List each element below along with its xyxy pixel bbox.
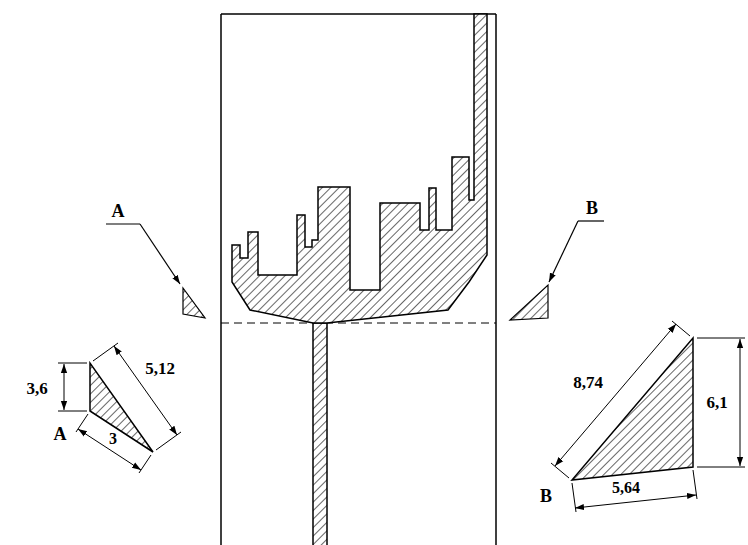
section-line bbox=[221, 323, 496, 324]
cast-part bbox=[232, 14, 487, 323]
section-a bbox=[90, 363, 153, 452]
section-letter: A bbox=[52, 424, 69, 444]
housing bbox=[221, 14, 496, 545]
section-letter: B bbox=[584, 198, 600, 218]
dimension-lines bbox=[58, 343, 181, 473]
section-marker bbox=[106, 224, 180, 284]
section-profile bbox=[510, 285, 548, 320]
dimension-value: 3 bbox=[107, 430, 119, 448]
dimension-value: 3,6 bbox=[24, 379, 49, 398]
stem bbox=[313, 323, 327, 545]
section-marker bbox=[549, 221, 604, 282]
section-letter: B bbox=[538, 486, 554, 506]
section-b bbox=[572, 338, 693, 480]
section-profile bbox=[183, 288, 205, 318]
dimension-lines bbox=[551, 321, 745, 512]
dimension-value: 5,64 bbox=[610, 479, 642, 497]
dimension-value: 5,12 bbox=[143, 359, 177, 378]
section-letter: A bbox=[110, 201, 127, 221]
dimension-value: 6,1 bbox=[704, 393, 729, 412]
dimension-value: 8,74 bbox=[571, 373, 605, 392]
